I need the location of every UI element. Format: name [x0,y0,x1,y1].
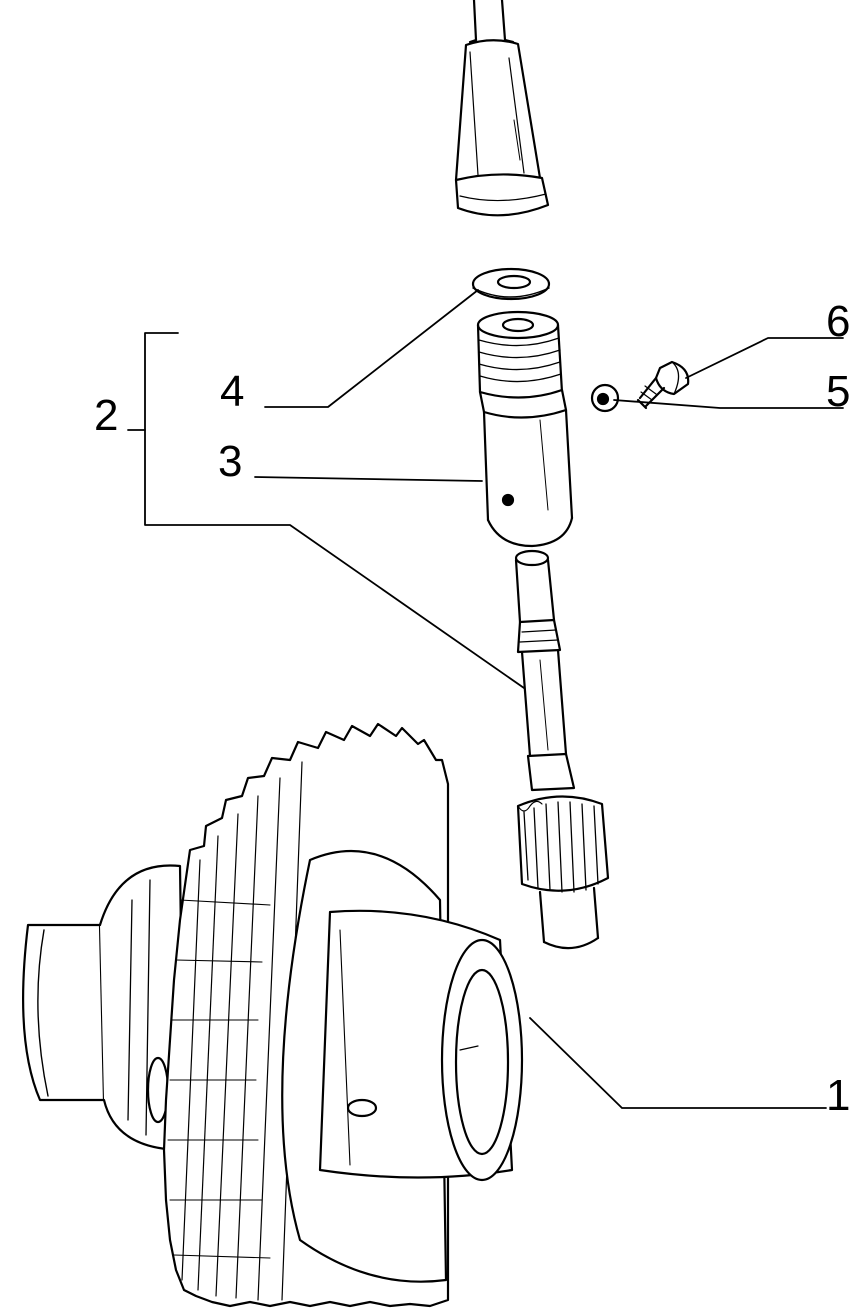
washer-part-4 [471,267,551,301]
small-washer-part-5 [590,383,620,413]
callout-4: 4 [220,367,245,416]
leader-lines [127,289,844,1109]
speedometer-cable [454,0,550,217]
callout-6: 6 [826,297,851,346]
callout-2: 2 [94,391,119,440]
differential-crown-gear-part-1 [22,722,524,1308]
sleeve-housing-part-3 [476,310,574,548]
callout-5: 5 [826,367,851,416]
pinion-shaft [514,549,610,950]
callout-1: 1 [826,1071,851,1120]
screw-part-6 [636,360,690,410]
callout-3: 3 [218,437,243,486]
